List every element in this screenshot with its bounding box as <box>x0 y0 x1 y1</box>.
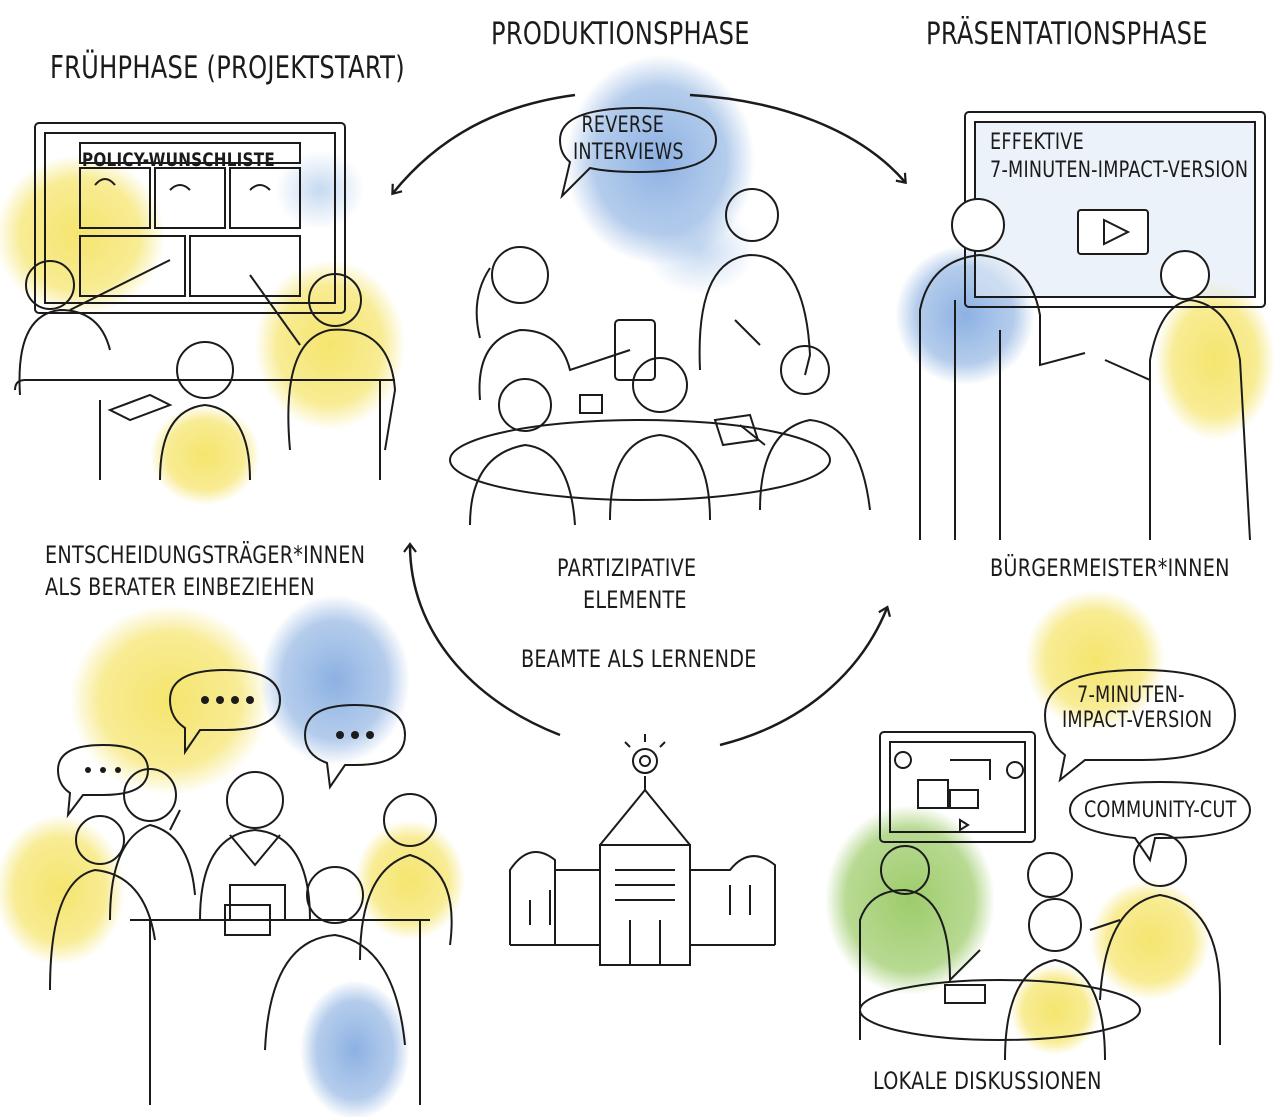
production-caption-line2: ELEMENTE <box>583 586 687 614</box>
production-caption-line3: BEAMTE ALS LERNENDE <box>521 645 757 673</box>
consultation-scene <box>49 668 453 1105</box>
arrow-production-to-early <box>391 93 576 196</box>
arrow-townhall-to-early <box>403 542 561 737</box>
local-discussion-scene <box>859 668 1252 1061</box>
production-scene <box>449 106 871 526</box>
speech-bubble-1 <box>56 743 150 819</box>
tv-screen <box>879 731 1036 843</box>
impact-bubble-line2: IMPACT-VERSION <box>1062 708 1213 733</box>
cycle-arrows <box>391 93 907 747</box>
speech-bubble-2 <box>168 668 282 756</box>
arrow-townhall-to-presentation <box>719 605 892 747</box>
reverse-interviews-bubble-line2: INTERVIEWS <box>573 140 684 165</box>
town-hall-icon <box>509 734 776 966</box>
production-phase-title: PRODUKTIONSPHASE <box>491 16 750 52</box>
wishlist-screen-title: POLICY-WUNSCHLISTE <box>82 149 275 171</box>
presentation-caption: BÜRGERMEISTER*INNEN <box>990 554 1230 582</box>
wishlist-screen <box>34 122 346 314</box>
community-cut-bubble <box>1068 780 1252 863</box>
production-caption-line1: PARTIZIPATIVE <box>557 554 697 582</box>
presentation-screen-line1: EFFEKTIVE <box>990 130 1084 155</box>
early-phase-title: FRÜHPHASE (PROJEKTSTART) <box>50 50 405 86</box>
early-caption-line2: ALS BERATER EINBEZIEHEN <box>45 573 315 601</box>
play-icon <box>1077 209 1149 255</box>
sun-icon <box>632 748 658 774</box>
sun-icon <box>894 751 912 769</box>
early-caption-line1: ENTSCHEIDUNGSTRÄGER*INNEN <box>45 541 366 569</box>
impact-version-bubble <box>1043 668 1237 783</box>
community-cut-bubble-text: COMMUNITY-CUT <box>1084 798 1237 823</box>
presentation-phase-title: PRÄSENTATIONSPHASE <box>926 16 1208 52</box>
arrow-production-to-presentation <box>689 93 907 185</box>
reverse-interviews-bubble-line1: REVERSE <box>581 113 665 138</box>
presentation-screen-line2: 7-MINUTEN-IMPACT-VERSION <box>990 158 1249 183</box>
reverse-interviews-bubble <box>558 106 718 200</box>
local-discussion-caption: LOKALE DISKUSSIONEN <box>873 1067 1102 1095</box>
presentation-scene <box>919 111 1266 541</box>
impact-bubble-line1: 7-MINUTEN- <box>1077 683 1185 708</box>
early-phase-scene <box>14 122 397 481</box>
speech-bubble-3 <box>303 703 407 790</box>
